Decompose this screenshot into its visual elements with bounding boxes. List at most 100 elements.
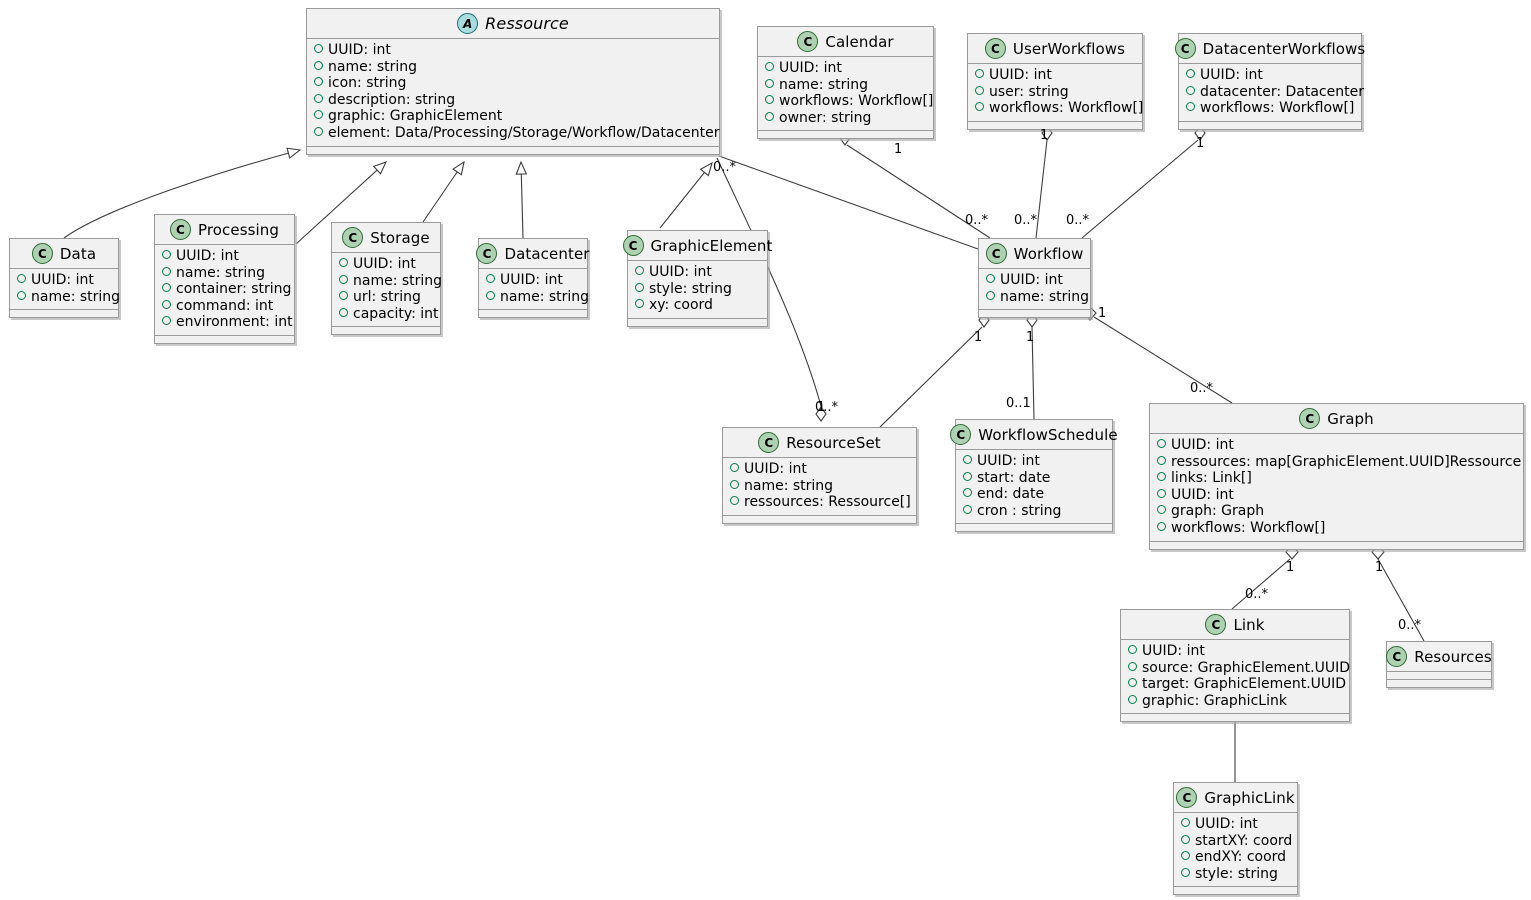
class-icon: C (1176, 787, 1198, 808)
edge-datacenter-to-ressource (515, 160, 528, 239)
class-methods-data (10, 310, 118, 317)
public-visibility-icon (975, 85, 984, 95)
attribute-text: capacity: int (353, 305, 439, 322)
attribute-text: workflows: Workflow[] (1200, 100, 1355, 117)
class-name-data: Data (59, 244, 97, 263)
attribute-row: graphic: GraphicElement (314, 108, 712, 125)
edge-storage-to-ressource (422, 160, 465, 223)
attribute-row: UUID: int (1181, 816, 1290, 833)
class-name-calendar: Calendar (825, 32, 894, 51)
attribute-row: UUID: int (635, 264, 760, 281)
public-visibility-icon (963, 455, 972, 464)
class-methods-graph (1150, 542, 1523, 549)
multiplicity-label: 1 (1375, 560, 1384, 575)
attribute-text: links: Link[] (1171, 470, 1252, 487)
attribute-text: name: string (744, 477, 834, 494)
attribute-text: element: Data/Processing/Storage/Workflo… (328, 124, 720, 141)
attribute-row: end: date (963, 486, 1105, 503)
public-visibility-icon (730, 479, 739, 489)
attribute-row: environment: int (162, 314, 293, 331)
attribute-row: description: string (314, 92, 712, 109)
attribute-row: name: string (17, 289, 120, 306)
multiplicity-label: 0..* (1014, 213, 1038, 228)
attribute-row: style: string (1181, 866, 1290, 883)
attribute-text: name: string (779, 76, 869, 93)
class-icon: C (1299, 408, 1321, 429)
attribute-row: ressources: map[GraphicElement.UUID]Ress… (1157, 454, 1521, 471)
attribute-text: graph: Graph (1171, 503, 1265, 520)
attribute-row: UUID: int (1157, 437, 1516, 454)
class-methods-ressource (307, 147, 719, 154)
attribute-text: UUID: int (744, 461, 807, 477)
attribute-text: target: GraphicElement.UUID (1142, 676, 1347, 693)
attribute-text: start: date (977, 469, 1051, 486)
class-methods-processing (155, 336, 294, 343)
attribute-text: icon: string (328, 75, 407, 92)
multiplicity-label: 1 (1026, 330, 1035, 345)
class-methods-calendar (758, 131, 933, 138)
public-visibility-icon (339, 291, 348, 301)
multiplicity-label: 0..1 (1006, 396, 1031, 411)
public-visibility-icon (635, 266, 644, 275)
attribute-row: name: string (339, 273, 442, 290)
attribute-row: endXY: coord (1181, 849, 1290, 866)
class-icon: C (984, 38, 1006, 59)
attribute-text: ressources: map[GraphicElement.UUID]Ress… (1171, 453, 1522, 470)
public-visibility-icon (162, 250, 171, 259)
public-visibility-icon (986, 274, 995, 283)
class-icon: C (476, 243, 498, 264)
attribute-text: user: string (989, 83, 1069, 100)
public-visibility-icon (1181, 818, 1190, 827)
attribute-text: graphic: GraphicLink (1142, 692, 1287, 709)
class-name-resourceset: ResourceSet (786, 433, 881, 452)
class-name-ressource: Ressource (485, 14, 569, 33)
multiplicity-label: 1 (894, 142, 903, 157)
attribute-text: UUID: int (31, 272, 94, 288)
attribute-text: command: int (176, 297, 274, 314)
attribute-row: datacenter: Datacenter (1186, 84, 1364, 101)
attribute-text: datacenter: Datacenter (1200, 83, 1364, 100)
class-name-datacenter: Datacenter (504, 244, 590, 263)
attribute-row: UUID: int (314, 42, 712, 59)
class-icon: C (622, 235, 644, 256)
class-icon: C (1386, 646, 1408, 667)
attribute-row: workflows: Workflow[] (1157, 520, 1516, 537)
attribute-row: UUID: int (975, 67, 1135, 84)
class-methods-graphiclink (1174, 887, 1297, 894)
attribute-text: name: string (500, 288, 590, 305)
attribute-row: url: string (339, 289, 433, 306)
multiplicity-label: 0..* (1190, 381, 1214, 396)
attribute-row: graphic: GraphicLink (1128, 693, 1342, 710)
public-visibility-icon (314, 60, 323, 70)
attribute-text: cron : string (977, 502, 1062, 519)
attribute-row: owner: string (765, 110, 926, 127)
